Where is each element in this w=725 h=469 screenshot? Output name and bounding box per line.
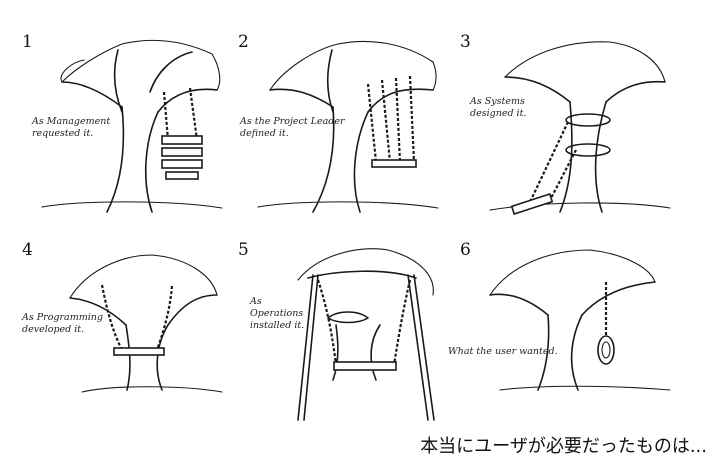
panel-caption: As Management requested it. <box>32 116 111 139</box>
panel-caption: What the user wanted. <box>448 346 558 357</box>
tree-swing-illustration <box>257 40 439 213</box>
panel-number: 4 <box>22 240 33 260</box>
panel-4: 4 As Programming developed it. <box>22 240 237 430</box>
swing-rope-left <box>162 91 170 141</box>
panel-number: 2 <box>238 32 249 52</box>
panel-2: 2 As the Project Leader defined it. <box>238 32 453 222</box>
tree-swing-illustration <box>69 254 223 393</box>
panel-caption: As Programming developed it. <box>22 312 103 335</box>
panel-caption: As Systems designed it. <box>470 96 527 119</box>
tree-swing-illustration <box>489 249 671 391</box>
panel-caption: As Operations installed it. <box>250 296 305 331</box>
panel-number: 3 <box>460 32 471 52</box>
panel-number: 5 <box>238 240 249 260</box>
tree-swing-illustration <box>41 39 223 213</box>
stacked-seats <box>161 135 203 180</box>
tree <box>41 39 223 213</box>
tree-swing-illustration <box>489 41 671 215</box>
panel-1: 1 As Management requested it. <box>22 32 237 222</box>
tree-swing-illustration <box>297 248 435 421</box>
panel-number: 1 <box>22 32 33 52</box>
panel-3: 3 As Systems designed it. <box>460 32 675 222</box>
panel-5: 5 As Operations installed it. <box>238 240 453 430</box>
panel-number: 6 <box>460 240 471 260</box>
panel-caption: As the Project Leader defined it. <box>240 116 345 139</box>
bottom-caption: 本当にユーザが必要だったものは... <box>420 436 707 457</box>
panel-6: 6 What the user wanted. <box>448 240 675 430</box>
swing-rope-right <box>188 87 199 141</box>
